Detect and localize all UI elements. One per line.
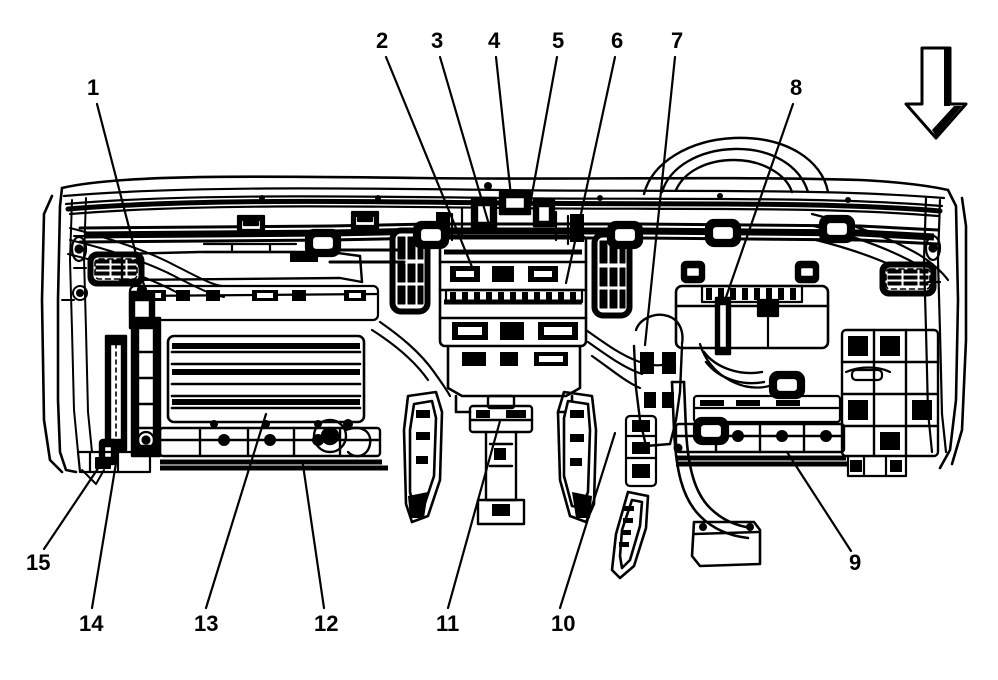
callout-label-12: 12 [314,611,339,636]
callout-label-7: 7 [671,28,684,53]
callout-label-5: 5 [552,28,565,53]
leader-line-6 [564,55,617,285]
leader-line-8 [722,102,795,305]
callout-label-6: 6 [611,28,624,53]
leader-line-5 [528,55,559,207]
callout-label-8: 8 [790,75,803,100]
leader-line-15 [42,456,107,551]
callout-label-11: 11 [436,611,460,636]
leader-line-10 [558,431,617,610]
direction-arrow-shape [904,46,968,140]
callout-label-9: 9 [849,550,862,575]
callout-label-15: 15 [26,550,51,575]
leader-line-9 [785,450,853,553]
leader-line-13 [204,412,268,610]
callout-label-3: 3 [431,28,444,53]
callout-label-14: 14 [79,611,104,636]
callout-label-13: 13 [194,611,219,636]
leader-line-1 [95,102,147,291]
leader-line-3 [438,55,492,230]
leader-line-14 [90,455,119,610]
callout-label-1: 1 [87,75,100,100]
leader-line-11 [446,419,502,610]
callout-label-2: 2 [376,28,389,53]
leader-line-2 [384,55,474,269]
leader-line-12 [301,463,326,610]
callout-label-10: 10 [551,611,576,636]
callout-label-4: 4 [488,28,501,53]
leader-line-4 [494,55,513,198]
leader-line-7 [643,55,677,347]
